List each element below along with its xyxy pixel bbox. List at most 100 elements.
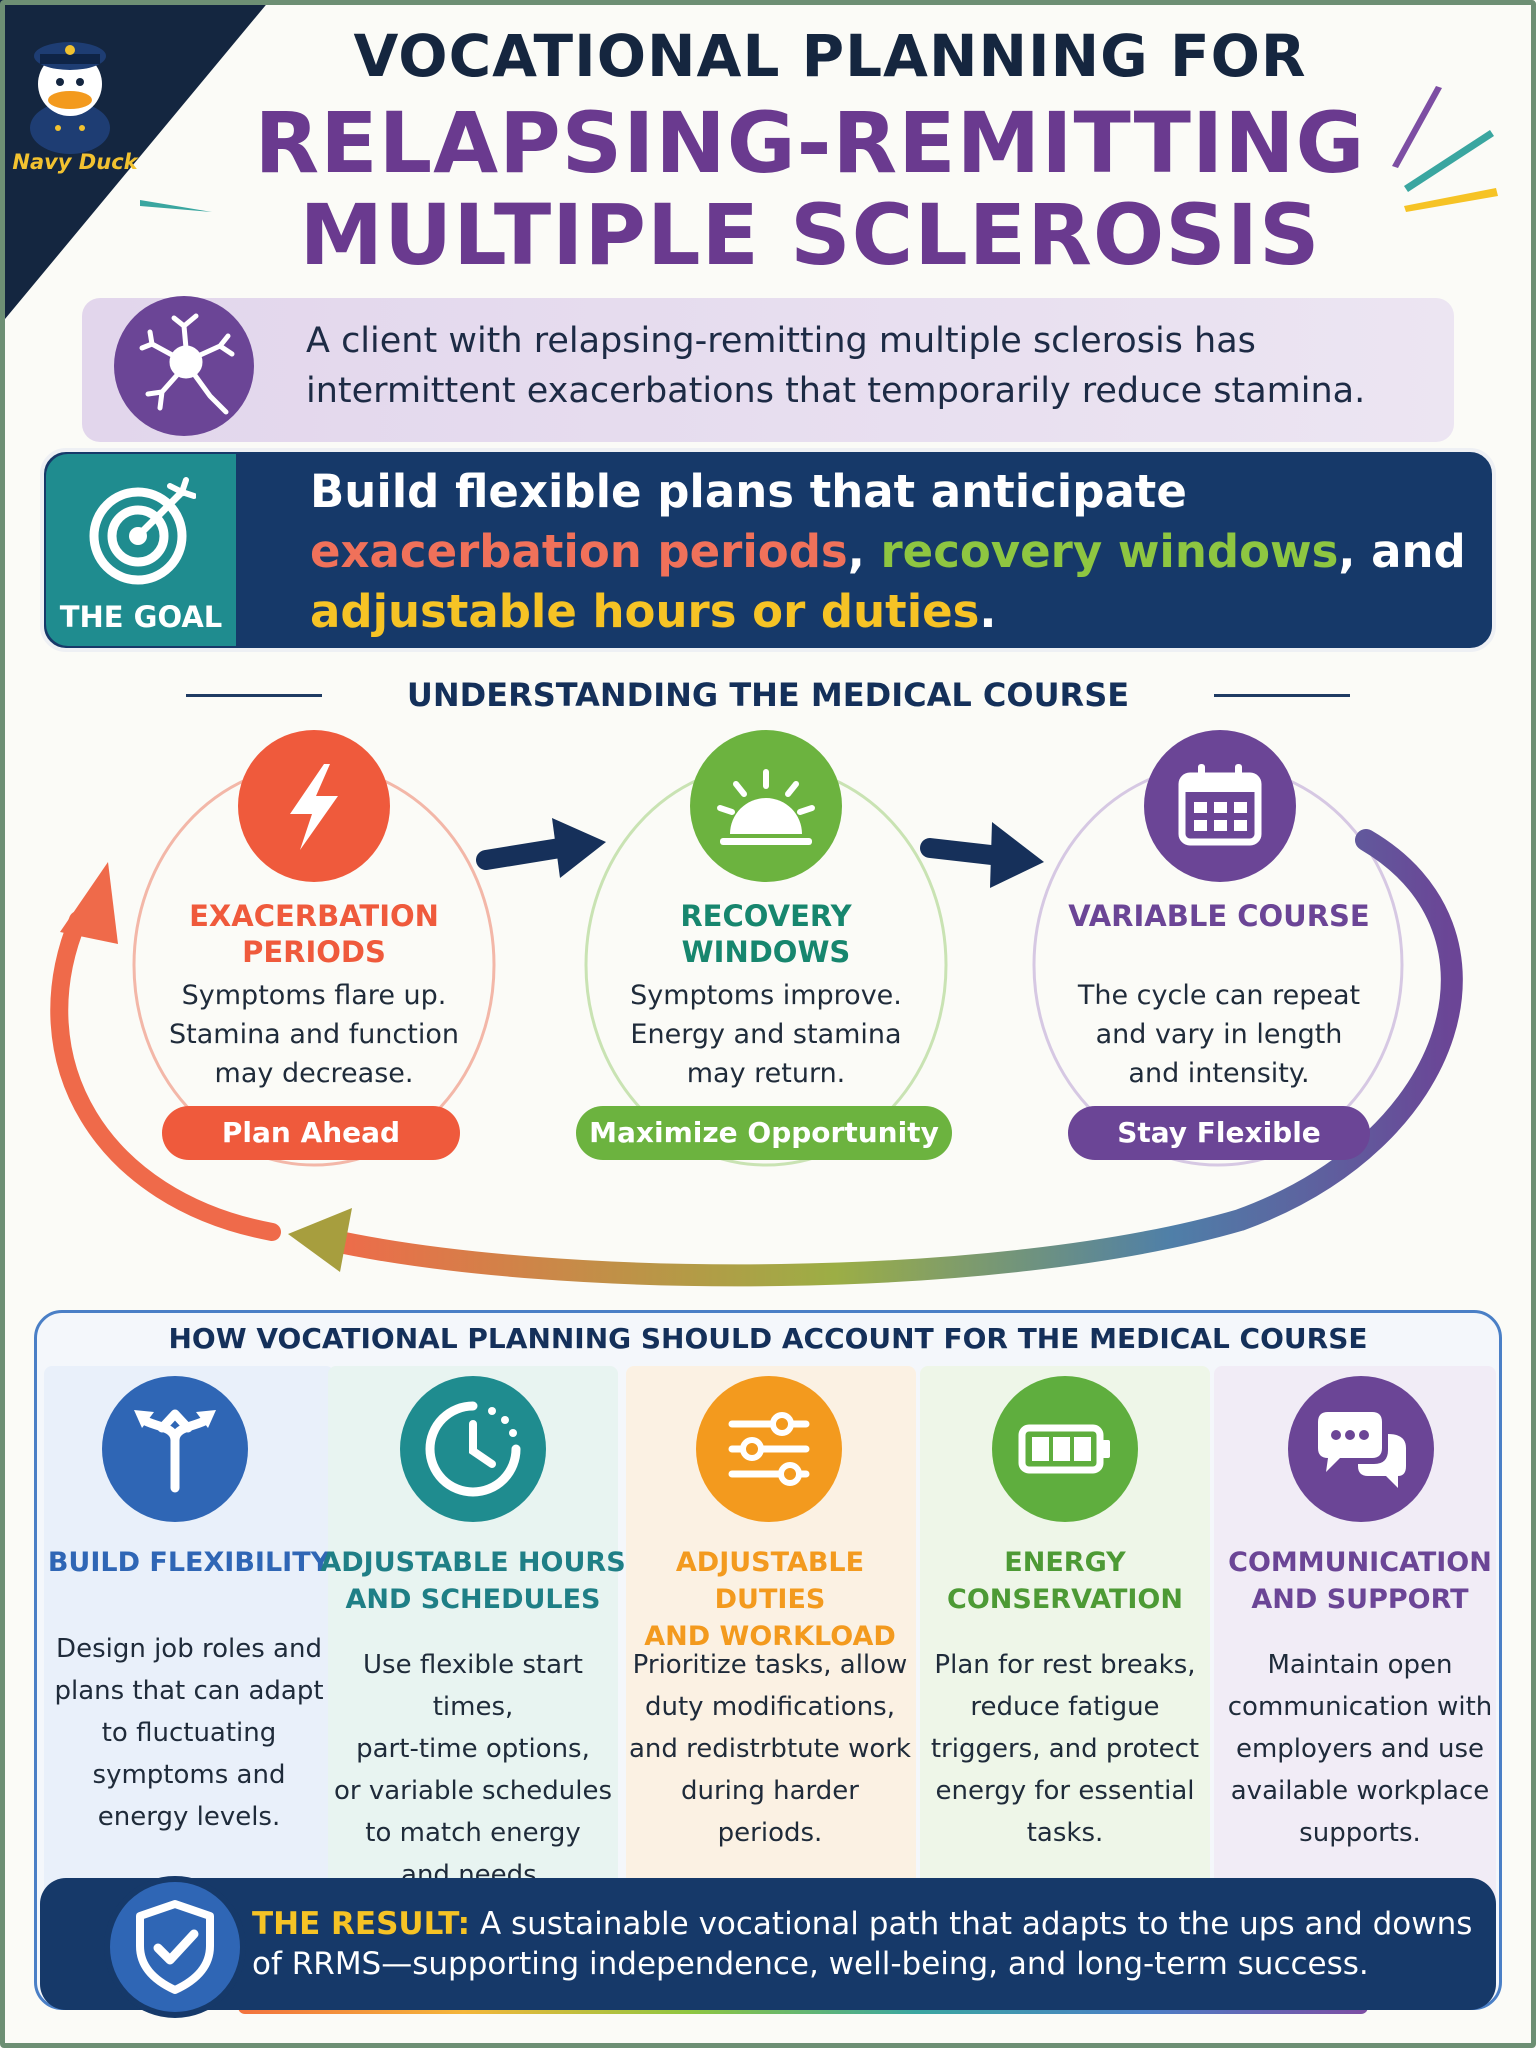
stage-desc-line-1: Symptoms flare up. [181, 980, 447, 1011]
column-title-communication: COMMUNICATION AND SUPPORT [1210, 1544, 1510, 1618]
result-line-2: of RRMS—supporting independence, well-be… [252, 1946, 1369, 1982]
loop-arrowhead-left [60, 862, 118, 944]
column-title-hours: ADJUSTABLE HOURS AND SCHEDULES [320, 1544, 626, 1618]
return-loop-arrow [319, 829, 1463, 1287]
battery-icon [992, 1376, 1138, 1522]
column-desc-line-2: plans that can adapt [54, 1676, 324, 1706]
stage-desc-line-1: Symptoms improve. [630, 980, 902, 1011]
column-desc-line-5: supports. [1299, 1818, 1421, 1848]
column-title-duties: ADJUSTABLE DUTIES AND WORKLOAD [620, 1544, 920, 1655]
stage-title-line-1: RECOVERY [680, 899, 852, 933]
pill-stay-flexible: Stay Flexible [1068, 1106, 1370, 1160]
column-desc-line-5: energy levels. [97, 1802, 281, 1832]
goal-box [40, 448, 1496, 652]
arrowhead-1 [552, 818, 606, 878]
title-line-1: VOCATIONAL PLANNING FOR [353, 22, 1307, 90]
column-desc-line-1: Plan for rest breaks, [934, 1650, 1196, 1680]
branching-arrows-icon [102, 1376, 248, 1522]
neuron-icon [114, 296, 254, 436]
column-desc-line-1: Use flexible start times, [363, 1650, 583, 1722]
duck-mascot-icon [0, 0, 270, 325]
goal-recovery: recovery windows [880, 525, 1339, 578]
column-title-flexibility: BUILD FLEXIBILITY [44, 1544, 334, 1581]
stage-desc-line-2: Energy and stamina [630, 1019, 902, 1050]
stage-desc-exacerbation: Symptoms flare up. Stamina and function … [134, 976, 494, 1093]
column-desc-line-2: communication with [1227, 1692, 1493, 1722]
column-title-line-2: AND SUPPORT [1251, 1584, 1469, 1615]
column-desc-line-1: Maintain open [1267, 1650, 1453, 1680]
corner-badge [0, 0, 270, 325]
chat-bubbles-icon [1288, 1376, 1434, 1522]
result-line-1: A sustainable vocational path that adapt… [479, 1906, 1473, 1942]
column-desc-line-5: periods. [717, 1818, 823, 1848]
stage-desc-recovery: Symptoms improve. Energy and stamina may… [586, 976, 946, 1093]
goal-text: Build flexible plans that anticipate exa… [310, 462, 1480, 642]
column-desc-line-4: during harder [681, 1776, 859, 1806]
arrow-exacerbation-to-recovery [476, 838, 570, 870]
stage-desc-line-2: Stamina and function [169, 1019, 459, 1050]
column-desc-line-2: part-time options, [356, 1734, 590, 1764]
stage-desc-line-2: and vary in length [1095, 1019, 1343, 1050]
stage-desc-line-1: The cycle can repeat [1077, 980, 1361, 1011]
stage-title-recovery: RECOVERY WINDOWS [586, 898, 946, 970]
column-desc-line-2: reduce fatigue [970, 1692, 1160, 1722]
column-desc-hours: Use flexible start times, part-time opti… [320, 1644, 626, 1896]
stage-desc-variable: The cycle can repeat and vary in length … [1038, 976, 1400, 1093]
stage-title-exacerbation: EXACERBATION PERIODS [134, 898, 494, 970]
column-desc-line-3: and redistrbtute work [628, 1734, 911, 1764]
column-title-line-2: AND SCHEDULES [345, 1584, 601, 1615]
column-desc-line-2: duty modifications, [644, 1692, 895, 1722]
goal-sep-1: , [847, 525, 865, 578]
column-desc-line-3: to fluctuating [101, 1718, 277, 1748]
column-title-line-1: BUILD FLEXIBILITY [47, 1547, 331, 1578]
column-desc-line-1: Design job roles and [56, 1634, 322, 1664]
stage-title-line-1: EXACERBATION [189, 899, 439, 933]
sliders-icon [696, 1376, 842, 1522]
target-icon [89, 477, 196, 585]
column-desc-flexibility: Design job roles and plans that can adap… [44, 1628, 334, 1838]
column-title-line-2: CONSERVATION [947, 1584, 1183, 1615]
pill-maximize-opportunity: Maximize Opportunity [576, 1106, 952, 1160]
goal-tile [46, 454, 236, 646]
title-line-2: RELAPSING-REMITTING [254, 94, 1366, 192]
arrowhead-2 [990, 822, 1044, 888]
stage-title-line-2: WINDOWS [681, 935, 851, 969]
result-banner [40, 1878, 1496, 2010]
column-desc-line-4: energy for essential [935, 1776, 1195, 1806]
goal-text-lead: Build flexible plans that anticipate [310, 465, 1187, 518]
stage-desc-line-3: may return. [686, 1058, 846, 1089]
stage-title-line-1: VARIABLE COURSE [1068, 899, 1370, 933]
column-title-line-1: COMMUNICATION [1228, 1547, 1492, 1578]
sunrise-icon [690, 730, 842, 882]
clock-icon [400, 1376, 546, 1522]
course-heading: UNDERSTANDING THE MEDICAL COURSE [406, 676, 1130, 714]
column-desc-line-4: to match energy [365, 1818, 581, 1848]
stage-desc-line-3: and intensity. [1128, 1058, 1310, 1089]
spark-decoration-icon [1392, 86, 1498, 212]
divider-left [186, 694, 322, 697]
stage-title-variable: VARIABLE COURSE [1038, 898, 1400, 934]
intro-box [82, 298, 1454, 442]
column-desc-line-4: available workplace [1230, 1776, 1490, 1806]
divider-right [1214, 694, 1350, 697]
result-label: THE RESULT: [252, 1906, 471, 1942]
loop-arrowhead-bottom [288, 1208, 352, 1272]
lightning-icon [238, 730, 390, 882]
column-title-line-1: ADJUSTABLE HOURS [320, 1547, 626, 1578]
planning-heading: HOW VOCATIONAL PLANNING SHOULD ACCOUNT F… [168, 1322, 1368, 1355]
goal-label: THE GOAL [59, 600, 223, 634]
column-desc-energy: Plan for rest breaks, reduce fatigue tri… [920, 1644, 1210, 1854]
title-line-3: MULTIPLE SCLEROSIS [299, 186, 1321, 284]
column-title-line-1: ENERGY [1004, 1547, 1126, 1578]
shield-check-icon [104, 1876, 246, 2018]
goal-sep-2: , and [1338, 525, 1466, 578]
goal-exacerbation: exacerbation periods [310, 525, 848, 578]
pill-plan-ahead: Plan Ahead [162, 1106, 460, 1160]
column-desc-communication: Maintain open communication with employe… [1214, 1644, 1506, 1854]
column-desc-duties: Prioritize tasks, allow duty modificatio… [620, 1644, 920, 1854]
arrow-recovery-to-variable [920, 838, 1010, 866]
loop-arrow-left [50, 911, 281, 1241]
column-title-energy: ENERGY CONSERVATION [920, 1544, 1210, 1618]
column-title-line-2: AND WORKLOAD [644, 1621, 896, 1652]
goal-end: . [979, 585, 997, 638]
